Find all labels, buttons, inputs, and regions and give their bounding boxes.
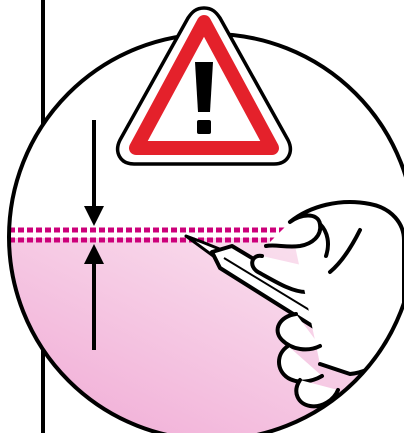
- trim-warning-illustration: [0, 0, 404, 433]
